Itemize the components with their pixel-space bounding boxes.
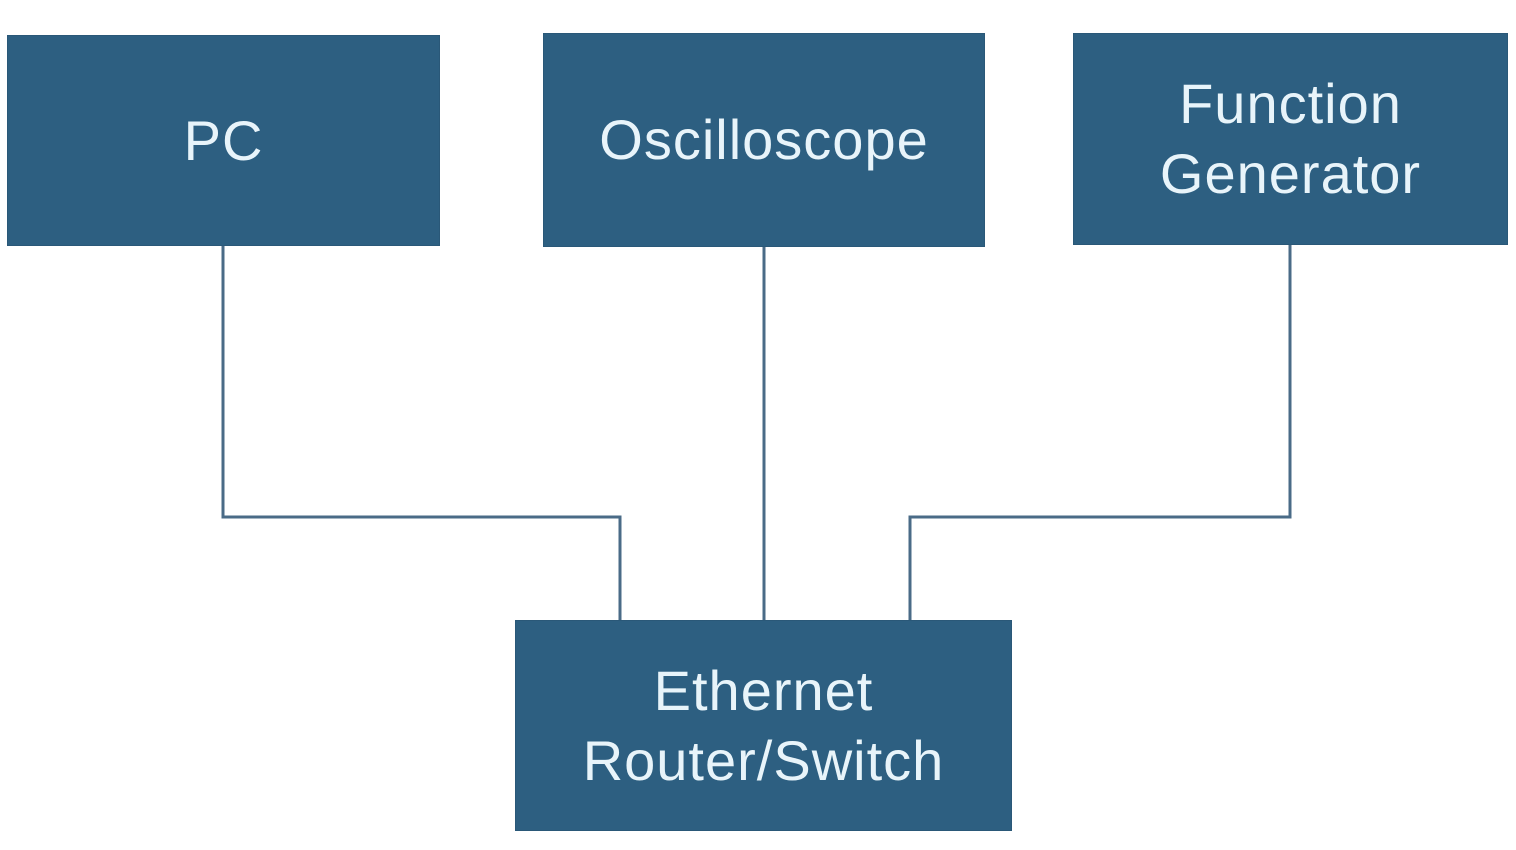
node-ethernet-router-switch-label-line-2: Router/Switch — [582, 728, 945, 792]
node-function-generator-label-line-2: Generator — [1159, 142, 1422, 205]
connector-function-generator-to-router — [908, 245, 1292, 624]
node-function-generator: Function Generator — [1073, 33, 1508, 245]
node-pc-label: PC — [183, 108, 264, 172]
node-function-generator-label-line-1: Function — [1179, 72, 1402, 135]
node-ethernet-router-switch-label-line-1: Ethernet — [653, 658, 874, 722]
node-oscilloscope: Oscilloscope — [543, 33, 985, 247]
node-ethernet-router-switch: Ethernet Router/Switch — [515, 620, 1012, 831]
node-pc: PC — [7, 35, 440, 246]
node-oscilloscope-label: Oscilloscope — [599, 108, 929, 171]
connector-pc-to-router — [221, 245, 622, 624]
